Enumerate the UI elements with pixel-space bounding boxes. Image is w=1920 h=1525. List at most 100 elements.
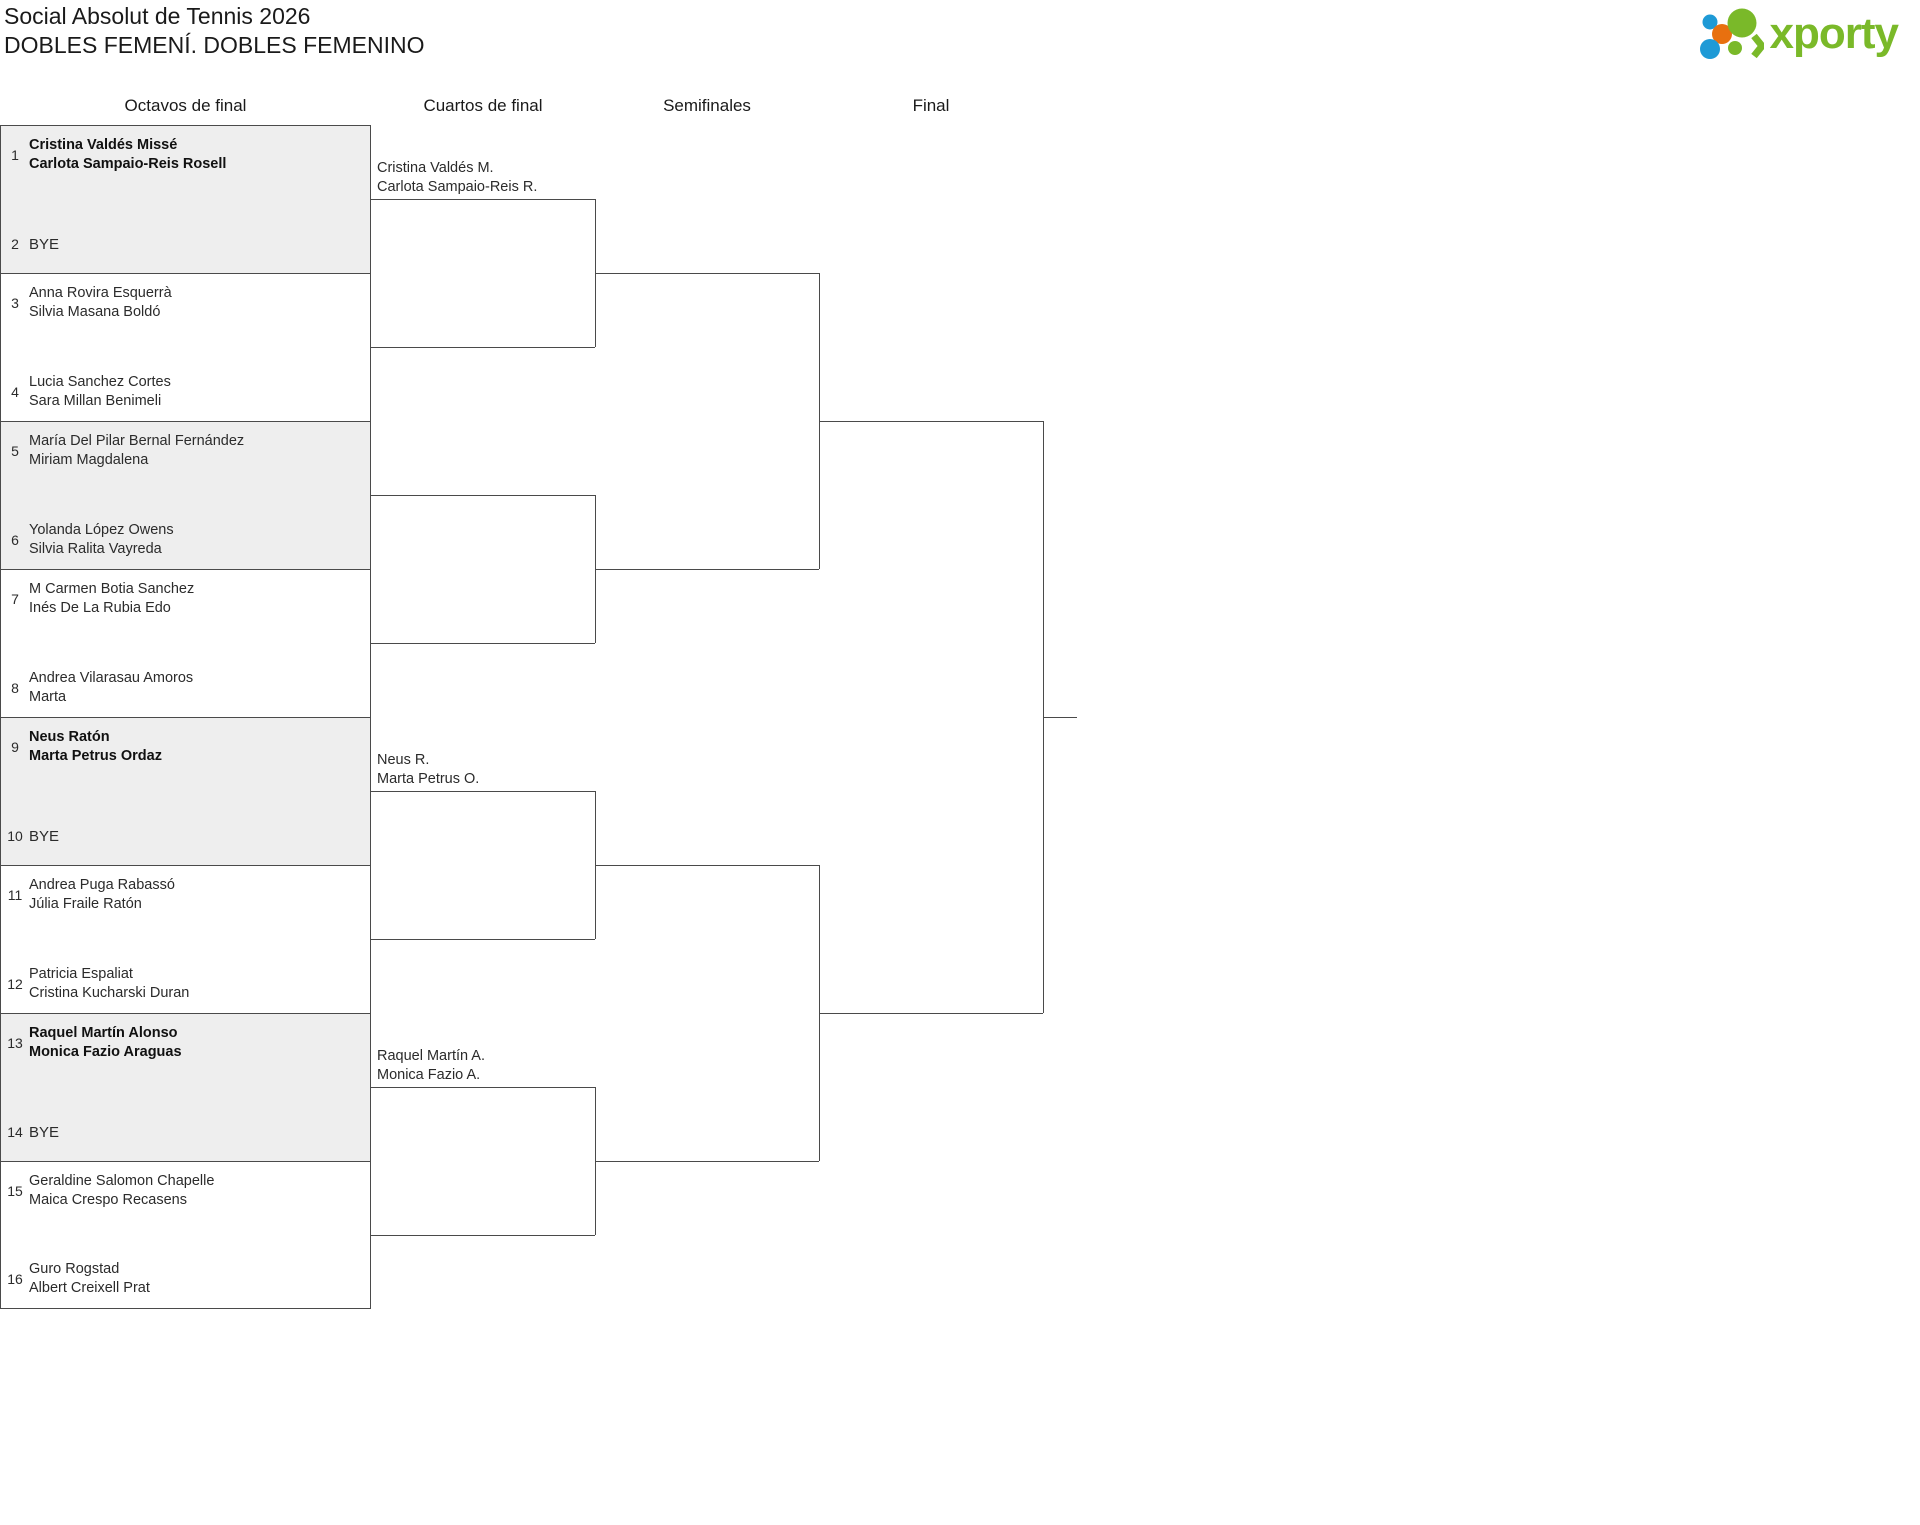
bye-label: BYE (29, 827, 60, 845)
bracket-line-horizontal (371, 791, 595, 792)
player-name-line: Maica Crespo Recasens (29, 1192, 187, 1208)
seed-number: 12 (7, 976, 23, 992)
player-name-line: Andrea Vilarasau Amoros (29, 670, 194, 686)
player-name-line: Anna Rovira Esquerrà (29, 285, 172, 301)
bracket-line-horizontal (595, 569, 819, 570)
player-name-line: Carlota Sampaio-Reis Rosell (29, 156, 227, 172)
player-name-line: Cristina Valdés Missé (29, 137, 178, 153)
round-header-semifinales: Semifinales (663, 96, 751, 115)
player-name-line: Albert Creixell Prat (29, 1280, 150, 1296)
player-name-line: Monica Fazio Araguas (29, 1044, 182, 1060)
player-name-line: Marta (29, 689, 67, 705)
page-title: Social Absolut de Tennis 2026 DOBLES FEM… (4, 2, 424, 60)
advancing-team: Cristina Valdés M. Carlota Sampaio-Reis R… (377, 159, 537, 197)
player-name-line: Silvia Masana Boldó (29, 304, 161, 320)
bracket-line-horizontal (595, 865, 819, 866)
player-name-line: Neus Ratón (29, 729, 110, 745)
xporty-logo[interactable]: xporty (1698, 8, 1899, 60)
player-name-line: Geraldine Salomon Chapelle (29, 1173, 215, 1189)
bracket-line-horizontal (371, 495, 595, 496)
player-name-line: Inés De La Rubia Edo (29, 600, 171, 616)
bracket-line-horizontal (595, 273, 819, 274)
player-name-line: Raquel Martín Alonso (29, 1025, 178, 1041)
advancing-team: Neus R. Marta Petrus O. (377, 751, 479, 789)
advancing-team-line: Marta Petrus O. (377, 771, 480, 787)
seed-number: 13 (7, 1035, 23, 1051)
seed-number: 2 (11, 236, 19, 252)
seed-number: 11 (7, 887, 23, 903)
bracket-slot[interactable]: 10 BYE (1, 813, 370, 859)
xporty-wordmark: xporty (1769, 9, 1899, 58)
seed-number: 8 (11, 680, 19, 696)
player-name-line: Júlia Fraile Ratón (29, 896, 142, 912)
player-name-line: M Carmen Botia Sanchez (29, 581, 195, 597)
seed-number: 9 (11, 739, 19, 755)
player-name-line: Yolanda López Owens (29, 522, 174, 538)
advancing-team-line: Cristina Valdés M. (377, 160, 494, 176)
round-header-cuartos: Cuartos de final (423, 96, 543, 115)
advancing-team-line: Monica Fazio A. (377, 1067, 481, 1083)
player-name-line: Andrea Puga Rabassó (29, 877, 175, 893)
seed-number: 14 (7, 1124, 23, 1140)
player-name-line: Marta Petrus Ordaz (29, 748, 162, 764)
round-header-final: Final (912, 96, 950, 115)
bracket-line-horizontal (371, 1235, 595, 1236)
seed-number: 15 (7, 1183, 23, 1199)
advancing-team-line: Raquel Martín A. (377, 1048, 485, 1064)
bracket-line-horizontal (819, 421, 1043, 422)
bracket-line-horizontal (371, 347, 595, 348)
bracket-line-horizontal (371, 199, 595, 200)
bracket-line-horizontal (595, 1161, 819, 1162)
advancing-team-line: Carlota Sampaio-Reis R. (377, 179, 538, 195)
player-name-line: Lucia Sanchez Cortes (29, 374, 171, 390)
bracket-line-horizontal (371, 643, 595, 644)
seed-number: 6 (11, 532, 19, 548)
tournament-title: Social Absolut de Tennis 2026 (4, 3, 311, 29)
bracket-line-horizontal (371, 939, 595, 940)
seed-number: 1 (11, 147, 19, 163)
player-name-line: Silvia Ralita Vayreda (29, 541, 162, 557)
advancing-team-line: Neus R. (377, 752, 430, 768)
bracket-line-horizontal (371, 1087, 595, 1088)
seed-number: 10 (7, 828, 23, 844)
bracket-line-horizontal (1043, 717, 1077, 718)
player-name-line: Sara Millan Benimeli (29, 393, 162, 409)
seed-number: 3 (11, 295, 19, 311)
seed-number: 4 (11, 384, 19, 400)
